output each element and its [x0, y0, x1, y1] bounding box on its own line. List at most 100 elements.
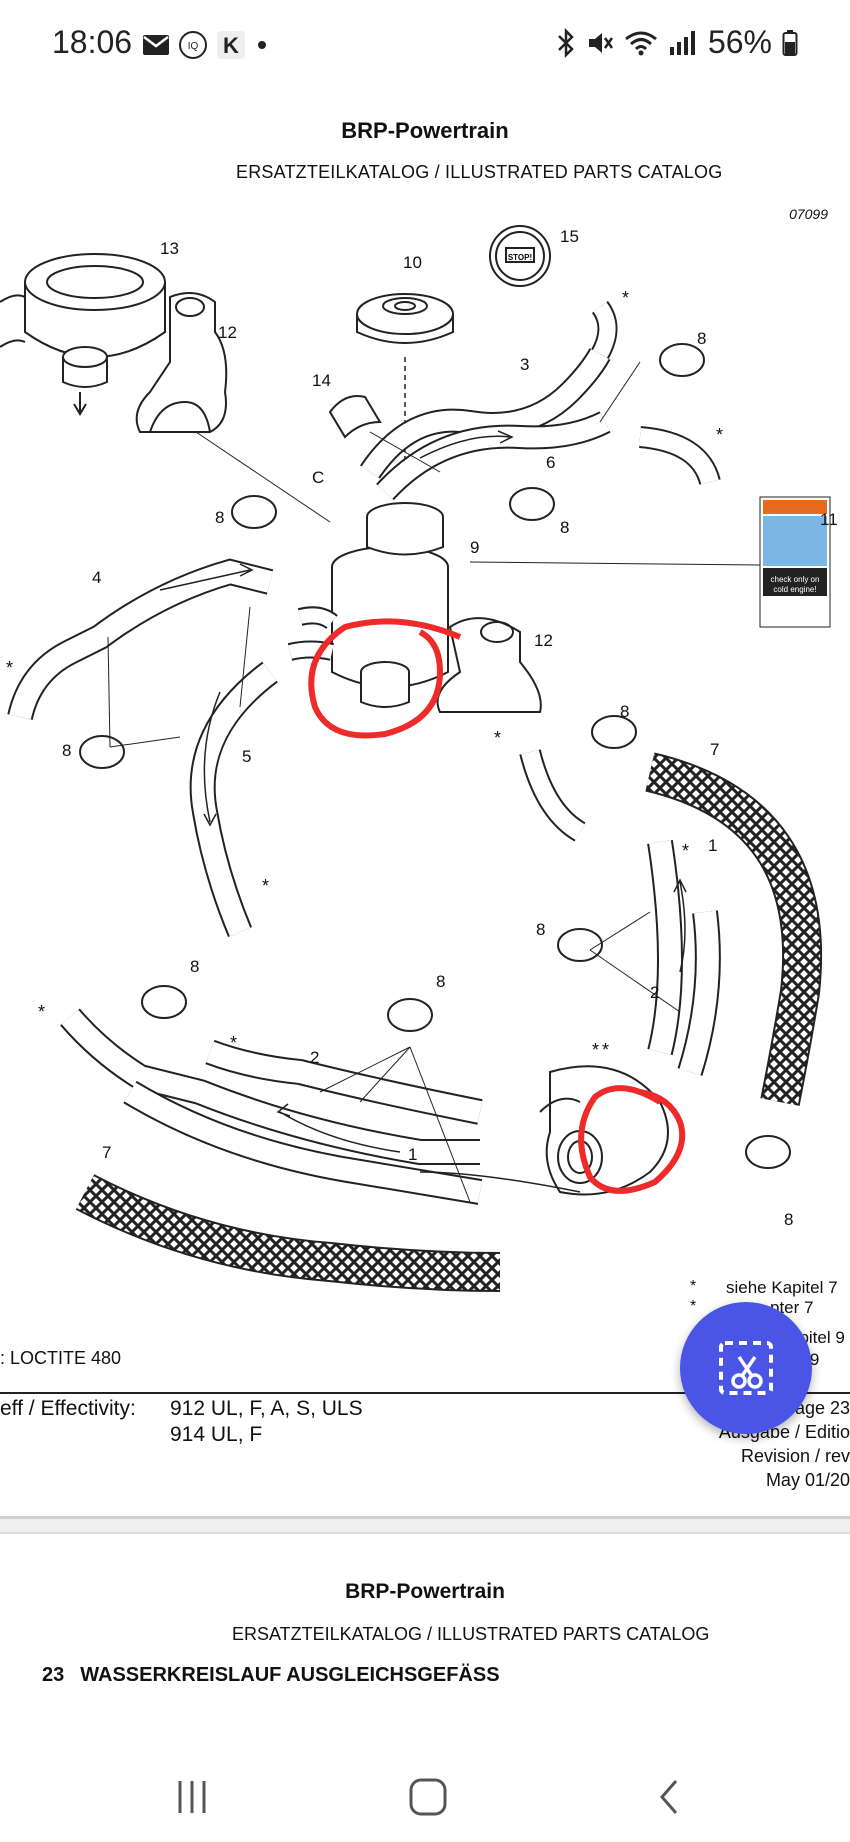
loctite-note: : LOCTITE 480 [0, 1348, 122, 1368]
back-icon [660, 1780, 678, 1814]
revision-date: May 01/20 [765, 1470, 850, 1490]
callout-10: 10 [403, 253, 422, 272]
catalog-page-1: BRP-Powertrain ERSATZTEILKATALOG / ILLUS… [0, 92, 850, 1520]
back-button[interactable] [640, 1772, 700, 1822]
asterisk-7: * [38, 1002, 45, 1022]
callout-14: 14 [312, 371, 331, 390]
effectivity-value-2: 914 UL, F [170, 1423, 263, 1446]
callout-9: 9 [470, 538, 479, 557]
document-viewer[interactable]: BRP-Powertrain ERSATZTEILKATALOG / ILLUS… [0, 92, 850, 1750]
parts-diagram: check only on cold engine! STOP! 13 10 1… [0, 225, 838, 1292]
callout-8-g: 8 [190, 957, 199, 976]
callout-12-top: 12 [218, 323, 237, 342]
part-15-shape [489, 225, 551, 287]
callout-12-bottom: 12 [534, 631, 553, 650]
page-brand: BRP-Powertrain [341, 118, 509, 143]
home-icon [409, 1778, 447, 1816]
part-11-sticker-shape: check only on cold engine! [759, 496, 831, 628]
page2-section-heading: 23 WASSERKREISLAUF AUSGLEICHSGEFÄSS [42, 1664, 500, 1687]
status-system-icons: 56% [556, 24, 798, 61]
callout-8-c: 8 [215, 508, 224, 527]
asterisk-3: * [6, 658, 13, 678]
smart-select-fab[interactable] [680, 1302, 812, 1434]
callout-11: 11 [820, 510, 838, 529]
asterisk-8: * [230, 1033, 237, 1053]
asterisk-9b: * [602, 1040, 609, 1060]
section-number: 23 [42, 1664, 65, 1686]
effectivity-value-1: 912 UL, F, A, S, ULS [170, 1397, 363, 1420]
scissors-icon [719, 1341, 773, 1395]
callout-15: 15 [560, 227, 579, 246]
callout-labels: 13 10 15 12 8 3 14 6 8 8 11 9 4 12 8 8 5… [62, 227, 838, 1229]
callout-2-left: 2 [310, 1048, 319, 1067]
svg-text:K: K [223, 33, 239, 58]
iqpro-icon: IQ [179, 31, 207, 59]
callout-7-bottom: 7 [102, 1143, 111, 1162]
callout-8-b: 8 [560, 518, 569, 537]
wifi-icon [625, 31, 657, 55]
dot-icon [258, 41, 266, 49]
status-notification-icons: IQ K [142, 30, 270, 60]
asterisk-5: * [494, 728, 501, 748]
part-8-clamps [79, 343, 791, 1169]
callout-8-i: 8 [784, 1210, 793, 1229]
callout-2-right: 2 [650, 983, 659, 1002]
page-separator [0, 1516, 850, 1534]
sticker-text-2: cold engine! [773, 585, 816, 594]
home-button[interactable] [398, 1772, 458, 1822]
callout-8-h: 8 [436, 972, 445, 991]
asterisk-6: * [682, 841, 689, 861]
callout-1-left: 1 [408, 1145, 417, 1164]
callout-8-f: 8 [536, 920, 545, 939]
status-time: 18:06 [52, 24, 133, 60]
callout-6: 6 [546, 453, 555, 472]
section-title: WASSERKREISLAUF AUSGLEICHSGEFÄSS [80, 1664, 500, 1686]
page-subtitle: ERSATZTEILKATALOG / ILLUSTRATED PARTS CA… [236, 162, 723, 182]
legend-star-1: * [690, 1278, 697, 1295]
sticker-text-1: check only on [771, 575, 820, 584]
asterisk-marks: * * * * * * * * * * [6, 288, 723, 1060]
battery-icon [782, 29, 798, 56]
part-12-top-shape [135, 292, 228, 433]
part-10-shape [356, 293, 454, 344]
part-9-tank-shape [287, 502, 449, 708]
page2-brand: BRP-Powertrain [345, 1580, 505, 1603]
callout-4: 4 [92, 568, 101, 587]
asterisk-9a: * [592, 1040, 599, 1060]
battery-percent: 56% [707, 24, 772, 60]
bluetooth-icon [558, 27, 574, 58]
recent-apps-button[interactable] [162, 1772, 222, 1822]
callout-5: 5 [242, 747, 251, 766]
footer-rule [0, 1392, 850, 1394]
catalog-page-2: BRP-Powertrain ERSATZTEILKATALOG / ILLUS… [0, 1536, 850, 1750]
cap-stop-text: STOP! [508, 253, 532, 262]
callout-1-right: 1 [708, 836, 717, 855]
status-bar: 18:06 IQ K 56% [0, 0, 850, 92]
signal-icon [669, 30, 695, 55]
callout-8-e: 8 [62, 741, 71, 760]
red-annotations [308, 618, 686, 1194]
page2-subtitle: ERSATZTEILKATALOG / ILLUSTRATED PARTS CA… [232, 1624, 710, 1644]
effectivity-label: eff / Effectivity: [0, 1397, 136, 1420]
callout-3: 3 [520, 355, 529, 374]
recents-icon [178, 1781, 206, 1813]
figure-number: 07099 [789, 206, 828, 222]
asterisk-2: * [716, 425, 723, 445]
part-13-shape [0, 253, 166, 416]
navigation-bar [0, 1750, 850, 1842]
callout-8-d: 8 [620, 702, 629, 721]
callout-7-right: 7 [710, 740, 719, 759]
callout-8-a: 8 [697, 329, 706, 348]
asterisk-4: * [262, 876, 269, 896]
callout-13: 13 [160, 239, 179, 258]
label-c: C [312, 468, 324, 487]
mute-icon [588, 32, 613, 53]
legend-star-2: * [690, 1298, 697, 1315]
svg-text:IQ: IQ [188, 41, 199, 52]
sticker-header [763, 500, 827, 514]
revision-label: Revision / rev [740, 1446, 850, 1466]
k-icon: K [217, 31, 245, 59]
legend-line-1: siehe Kapitel 7 [726, 1278, 838, 1297]
asterisk-1: * [622, 288, 629, 308]
mail-icon [143, 35, 169, 55]
